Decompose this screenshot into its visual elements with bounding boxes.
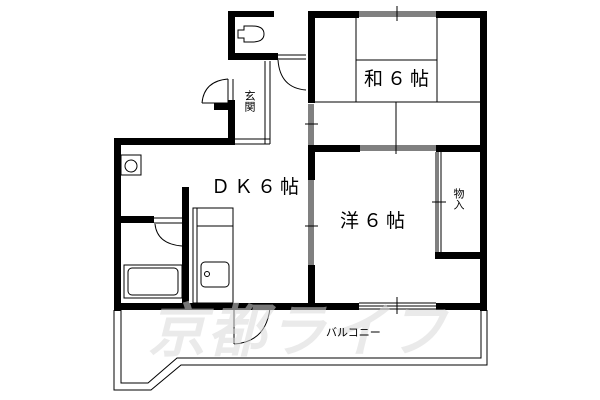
room-label-yoshitsu: 洋６帖 xyxy=(340,210,410,232)
walls xyxy=(114,11,487,311)
room-label-balcony: バルコニー xyxy=(326,326,381,339)
room-label-monoire: 物入 xyxy=(452,188,465,210)
room-label-dk: ＤＫ６帖 xyxy=(211,176,304,198)
room-label-washitsu: 和６帖 xyxy=(364,68,434,90)
room-label-genkan: 玄関 xyxy=(243,90,256,112)
watermark: 京都ライフ xyxy=(148,297,449,365)
fixtures xyxy=(113,6,488,391)
